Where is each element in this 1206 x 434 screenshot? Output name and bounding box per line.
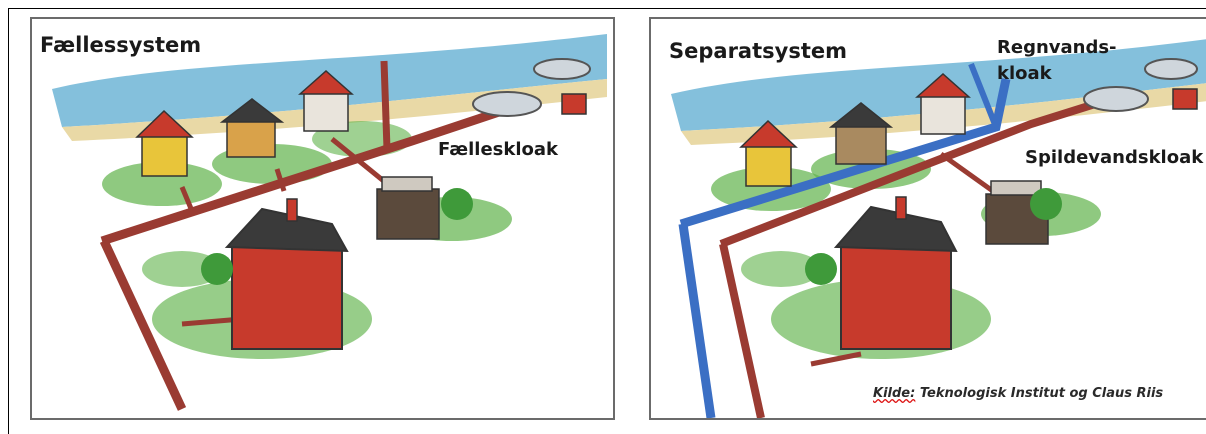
separate-system-title: Separatsystem (669, 39, 847, 63)
combined-system-panel: Fællessystem Fælleskloak (30, 17, 615, 420)
rainwater-sewer-label-line1: Regnvands- (997, 37, 1117, 58)
top-edge-line (8, 8, 1206, 9)
source-credit: Kilde: Teknologisk Institut og Claus Rii… (873, 386, 1163, 401)
wastewater-sewer-label: Spildevandskloak (1025, 147, 1203, 168)
combined-sewer-label: Fælleskloak (438, 139, 558, 160)
separate-system-illustration (651, 19, 1206, 418)
source-prefix: Kilde: (873, 386, 915, 401)
combined-system-illustration (32, 19, 613, 418)
combined-system-title: Fællessystem (40, 33, 201, 57)
rainwater-sewer-label-line2: kloak (997, 63, 1052, 84)
source-text: Teknologisk Institut og Claus Riis (915, 386, 1163, 401)
left-edge-line (8, 8, 9, 434)
separate-system-panel: Separatsystem Regnvands- kloak Spildevan… (649, 17, 1206, 420)
